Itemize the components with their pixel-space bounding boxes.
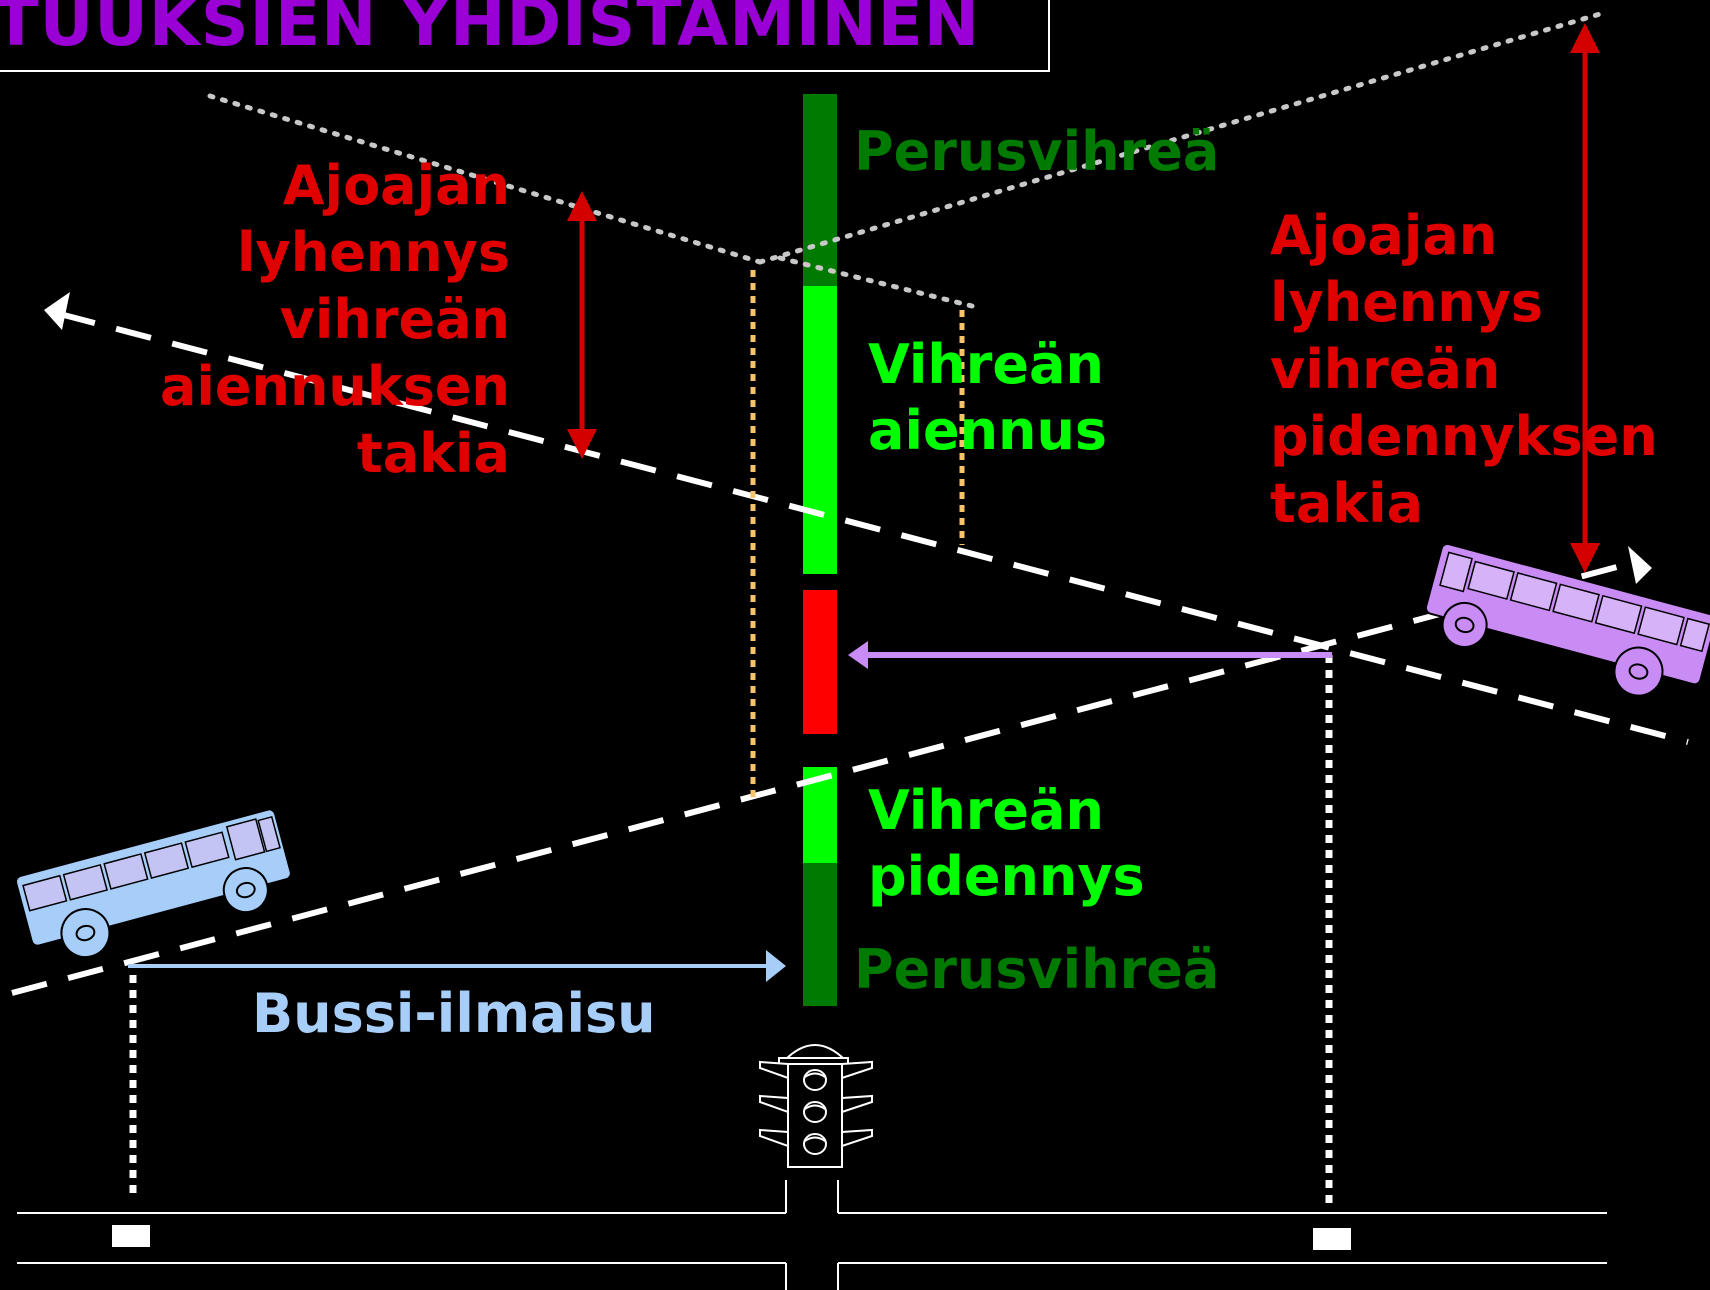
bus-right-icon [1424, 542, 1710, 697]
label-travel-time-right: Ajoajan lyhennys vihreän pidennyksen tak… [1270, 204, 1658, 535]
label-travel-time-left: Ajoajan lyhennys vihreän aiennuksen taki… [159, 154, 510, 485]
grey-dotted-left [207, 93, 763, 265]
label-bus-detection: Bussi-ilmaisu [252, 982, 656, 1045]
detector-right-icon [1313, 1228, 1351, 1250]
trajectory-rising [11, 560, 1633, 996]
road [17, 1180, 1607, 1290]
title-box: ETUUKSIEN YHDISTAMINEN [0, 0, 1050, 72]
grey-dotted-right [757, 11, 1603, 265]
label-base-green-top: Perusvihreä [854, 120, 1220, 183]
trajectory-falling-arrowhead [44, 292, 70, 330]
bus-left-detection-arrowhead [766, 950, 786, 982]
detector-left-icon [112, 1225, 150, 1247]
phase-base-green-bottom [803, 863, 837, 1006]
label-green-extension-bottom: Vihreän pidennys [868, 779, 1145, 908]
phase-base-green-top [803, 94, 837, 286]
phase-extension-green-top [803, 286, 837, 574]
label-green-extension-top: Vihreän aiennus [868, 333, 1108, 462]
signal-phase-bar [803, 94, 837, 1006]
bus-right-detection-arrowhead [848, 641, 868, 669]
label-base-green-bottom: Perusvihreä [854, 938, 1220, 1001]
trajectory-falling [59, 311, 1689, 745]
phase-red [803, 590, 837, 734]
traffic-light-icon [759, 1044, 873, 1168]
trajectory-rising-arrowhead [1628, 546, 1652, 584]
page-title: ETUUKSIEN YHDISTAMINEN [0, 0, 980, 61]
bus-left-icon [15, 808, 292, 959]
